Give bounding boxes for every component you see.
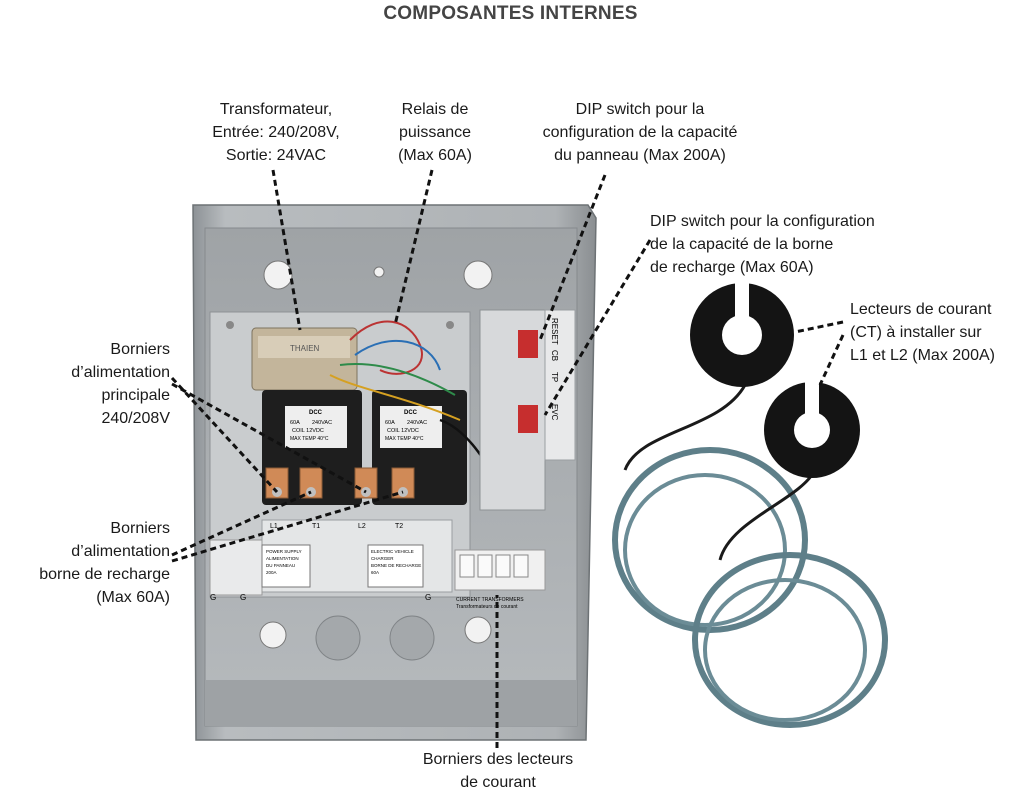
power-supply-4: 200A xyxy=(266,570,277,575)
callout-relay-line: (Max 60A) xyxy=(398,147,472,164)
callout-transformer: Transformateur, Entrée: 240/208V, Sortie… xyxy=(196,98,356,167)
callout-dip-panel-line: du panneau (Max 200A) xyxy=(554,147,726,164)
ground-mark-2: G xyxy=(240,593,246,602)
dip-switch-panel xyxy=(518,330,538,358)
callout-dip-panel-line: configuration de la capacité xyxy=(542,124,738,141)
wiring xyxy=(329,320,512,501)
callout-main-terminals: Borniers d’alimentation principale 240/2… xyxy=(20,338,170,430)
callout-ct-terminals: Borniers des lecteurs de courant xyxy=(400,748,596,794)
callout-dip-panel-line: DIP switch pour la xyxy=(575,101,705,118)
ev-charger-1: ELECTRIC VEHICLE xyxy=(371,549,414,554)
current-transformers xyxy=(612,278,888,728)
callout-ct-readers-line: L1 et L2 (Max 200A) xyxy=(850,347,995,364)
dip-label-evc: EVC xyxy=(550,404,559,421)
relay-coil-2: COIL 12VDC xyxy=(387,428,419,434)
callout-transformer-line: Transformateur, xyxy=(219,101,333,118)
relay-rating-2: 60A xyxy=(385,420,395,426)
ev-charger-4: 60A xyxy=(371,570,379,575)
callout-dip-charger-line: de recharge (Max 60A) xyxy=(650,259,814,276)
callout-dip-charger-line: de la capacité de la borne xyxy=(650,236,834,253)
power-supply-2: ALIMENTATION xyxy=(266,556,299,561)
callout-main-terminals-line: Borniers xyxy=(110,341,170,358)
ct-label-fr: Transformateurs de courant xyxy=(456,604,518,610)
callout-ct-readers-line: Lecteurs de courant xyxy=(850,301,992,318)
tag-t2: T2 xyxy=(395,523,403,530)
page-title: COMPOSANTES INTERNES xyxy=(383,3,638,24)
callout-charger-terminals-line: d’alimentation xyxy=(71,543,170,560)
tag-l1: L1 xyxy=(270,523,278,530)
ev-charger-2: CHARGER xyxy=(371,556,394,561)
callout-charger-terminals: Borniers d’alimentation borne de recharg… xyxy=(10,517,170,609)
callout-ct-terminals-line: de courant xyxy=(460,774,536,791)
control-board: RESET CB TP EVC xyxy=(479,309,576,511)
relay-coil-1: COIL 12VDC xyxy=(292,428,324,434)
dip-label-tp: TP xyxy=(550,372,559,382)
relay-temp-1: MAX TEMP 40°C xyxy=(290,436,329,442)
callout-dip-panel: DIP switch pour la configuration de la c… xyxy=(520,98,760,167)
terminal-area: L1 L2 T1 T2 POWER SUPPLY ALIMENTATION DU… xyxy=(209,523,546,610)
power-supply-3: DU PANNEAU xyxy=(266,563,295,568)
callout-dip-charger-line: DIP switch pour la configuration xyxy=(650,213,875,230)
callout-charger-terminals-line: Borniers xyxy=(110,520,170,537)
callout-transformer-line: Entrée: 240/208V, xyxy=(212,124,340,141)
callout-ct-readers: Lecteurs de courant (CT) à installer sur… xyxy=(850,298,1018,367)
relay-temp-2: MAX TEMP 40°C xyxy=(385,436,424,442)
dip-label-reset: RESET xyxy=(550,318,559,345)
callout-relay-line: puissance xyxy=(398,124,472,141)
transformer-brand: THAIEN xyxy=(290,344,320,353)
callout-charger-terminals-line: (Max 60A) xyxy=(96,589,170,606)
dip-switch-charger xyxy=(518,405,538,433)
callout-main-terminals-line: principale xyxy=(101,387,170,404)
relay-rating-1: 60A xyxy=(290,420,300,426)
callout-transformer-line: Sortie: 24VAC xyxy=(225,147,327,164)
relay-brand-1: DCC xyxy=(309,410,323,416)
leader-lines xyxy=(170,169,845,748)
ground-mark-1: G xyxy=(210,593,216,602)
callout-relay-line: Relais de xyxy=(401,101,469,118)
ev-charger-3: BORNE DE RECHARGE xyxy=(371,563,421,568)
power-supply-1: POWER SUPPLY xyxy=(266,549,302,554)
ct-label-en: CURRENT TRANSFORMERS xyxy=(456,597,524,603)
callout-main-terminals-line: 240/208V xyxy=(101,410,170,427)
callout-dip-charger: DIP switch pour la configuration de la c… xyxy=(650,210,930,279)
relay-voltage-2: 240VAC xyxy=(407,420,427,426)
tag-t1: T1 xyxy=(312,523,320,530)
tag-l2: L2 xyxy=(358,523,366,530)
callout-charger-terminals-line: borne de recharge xyxy=(39,566,170,583)
callout-relay: Relais de puissance (Max 60A) xyxy=(380,98,490,167)
relay-brand-2: DCC xyxy=(404,410,418,416)
callout-main-terminals-line: d’alimentation xyxy=(71,364,170,381)
callout-ct-readers-line: (CT) à installer sur xyxy=(850,324,982,341)
dip-label-cb: CB xyxy=(550,350,559,361)
relay-voltage-1: 240VAC xyxy=(312,420,332,426)
callout-ct-terminals-line: Borniers des lecteurs xyxy=(422,751,574,768)
ground-mark-3: G xyxy=(425,593,431,602)
